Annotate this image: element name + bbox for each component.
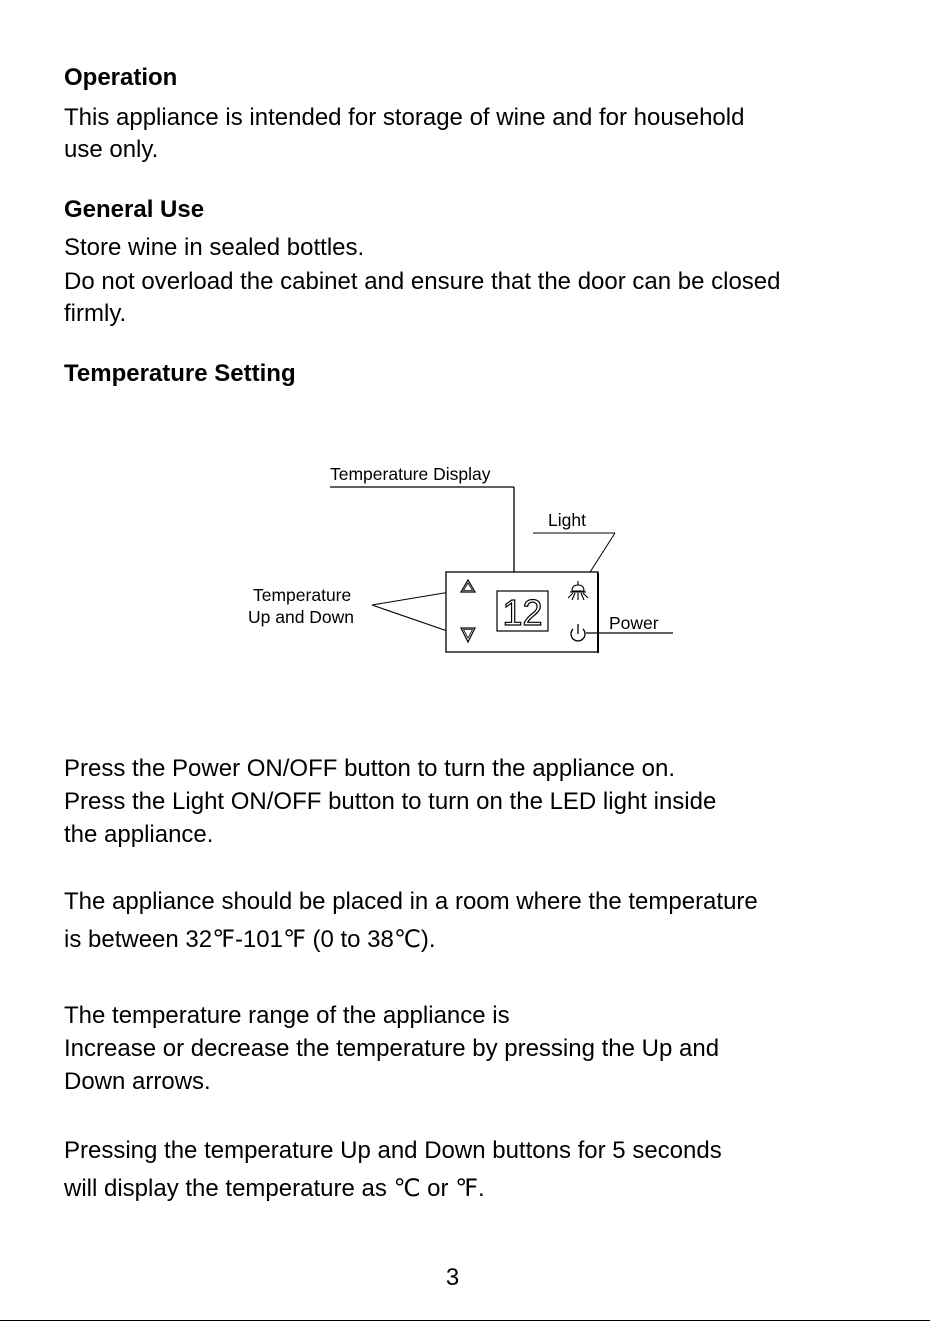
- instructions-p4-line-2: will display the temperature as ℃ or ℉.: [64, 1175, 485, 1202]
- operation-heading: Operation: [64, 64, 178, 91]
- instructions-p1-line-1: Press the Power ON/OFF button to turn th…: [64, 755, 675, 782]
- control-panel-diagram: Temperature Display Light Temperature Up…: [248, 464, 673, 653]
- general-use-line-2: Do not overload the cabinet and ensure t…: [64, 268, 781, 295]
- instructions-p1-line-3: the appliance.: [64, 821, 214, 848]
- power-icon[interactable]: [570, 624, 586, 642]
- instructions-p3-line-2: Increase or decrease the temperature by …: [64, 1035, 720, 1062]
- temperature-display-value: 12: [502, 592, 542, 633]
- instructions-paragraph-2: The appliance should be placed in a room…: [64, 883, 758, 959]
- operation-line-1: This appliance is intended for storage o…: [64, 104, 745, 131]
- instructions-p3-line-1: The temperature range of the appliance i…: [64, 1002, 510, 1029]
- instructions-p3-line-3: Down arrows.: [64, 1068, 211, 1095]
- instructions-paragraph-1: Press the Power ON/OFF button to turn th…: [64, 752, 716, 851]
- temperature-display-screen: [496, 590, 549, 632]
- general-use-line-3: firmly.: [64, 300, 127, 327]
- down-leader: [371, 604, 457, 635]
- down-arrow-icon[interactable]: [460, 627, 476, 644]
- temperature-setting-heading: Temperature Setting: [64, 360, 296, 387]
- operation-text: This appliance is intended for storage o…: [64, 102, 744, 166]
- operation-line-2: use only.: [64, 136, 159, 163]
- label-temperature-display: Temperature Display: [330, 464, 491, 484]
- up-leader: [371, 590, 457, 606]
- instructions-p4-line-1: Pressing the temperature Up and Down but…: [64, 1137, 722, 1164]
- instructions-p2-line-2: is between 32℉-101℉ (0 to 38℃).: [64, 926, 436, 953]
- page-bottom-rule: [0, 1320, 930, 1321]
- instructions-p2-line-1: The appliance should be placed in a room…: [64, 888, 758, 915]
- instructions-paragraph-4: Pressing the temperature Up and Down but…: [64, 1132, 722, 1208]
- general-use-line-1: Store wine in sealed bottles.: [64, 234, 365, 261]
- page-number: 3: [445, 1264, 460, 1291]
- label-light: Light: [548, 510, 586, 530]
- instructions-paragraph-3: The temperature range of the appliance i…: [64, 999, 719, 1098]
- label-updown-line-1: Temperature: [253, 585, 351, 605]
- general-use-heading: General Use: [64, 196, 205, 223]
- label-updown-line-2: Up and Down: [248, 607, 354, 627]
- light-icon[interactable]: [567, 581, 589, 601]
- up-arrow-icon[interactable]: [459, 578, 477, 593]
- general-use-text: Store wine in sealed bottles. Do not ove…: [64, 230, 781, 330]
- instructions-p1-line-2: Press the Light ON/OFF button to turn on…: [64, 788, 717, 815]
- label-power: Power: [609, 613, 659, 633]
